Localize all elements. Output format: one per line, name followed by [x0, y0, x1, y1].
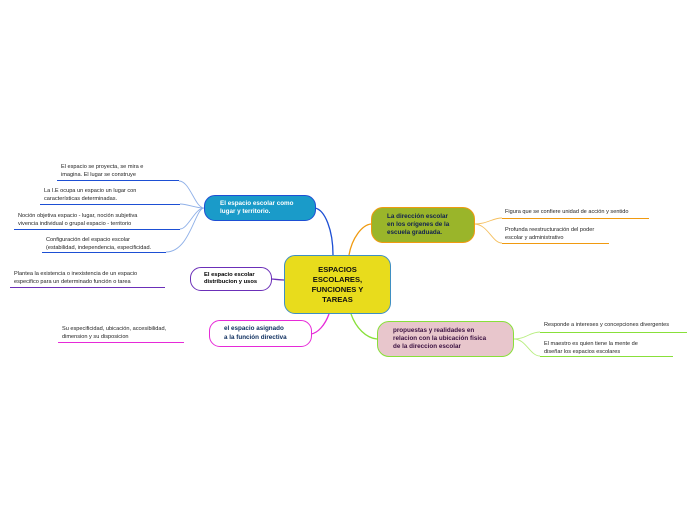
rule-direccion-2 — [502, 243, 609, 244]
link-direccion-1 — [473, 217, 503, 225]
central-topic-label: ESPACIOS ESCOLARES, FUNCIONES Y TAREAS — [311, 264, 364, 304]
rule-funcion-1 — [58, 342, 184, 343]
link-propuestas-2 — [513, 338, 541, 357]
branch-direccion[interactable]: La dirección escolar en los orígenes de … — [371, 207, 475, 243]
branch-distribucion-label: El espacio escolar distribucion y usos — [204, 271, 258, 286]
leaf-propuestas-2[interactable]: El maestro es quien tiene la mente de di… — [544, 341, 638, 355]
leaf-direccion-1[interactable]: Figura que se confiere unidad de acción … — [505, 209, 629, 215]
rule-lugar-1 — [57, 180, 179, 181]
branch-distribucion[interactable]: El espacio escolar distribucion y usos — [190, 267, 272, 291]
link-lugar-2 — [179, 203, 205, 209]
leaf-propuestas-1[interactable]: Responde a intereses y concepciones dive… — [544, 322, 670, 328]
link-central-espacio-lugar — [314, 207, 334, 256]
link-central-funcion — [310, 313, 330, 335]
leaf-direccion-2[interactable]: Profunda reestructuración del poder esco… — [505, 227, 595, 241]
leaf-lugar-1[interactable]: El espacio se proyecta, se mira e imagin… — [61, 164, 144, 178]
leaf-lugar-4[interactable]: Configuración del espacio escolar (estab… — [46, 237, 152, 251]
rule-propuestas-1 — [540, 332, 687, 333]
leaf-lugar-3[interactable]: Noción objetiva espacio - lugar, noción … — [18, 213, 138, 227]
central-topic[interactable]: ESPACIOS ESCOLARES, FUNCIONES Y TAREAS — [284, 255, 391, 314]
branch-propuestas[interactable]: propuestas y realidades en relacion con … — [377, 321, 514, 357]
rule-direccion-1 — [502, 218, 649, 219]
rule-propuestas-2 — [540, 356, 673, 357]
branch-direccion-label: La dirección escolar en los orígenes de … — [387, 212, 450, 237]
leaf-lugar-2[interactable]: La I.E ocupa un espacio un lugar con car… — [44, 188, 137, 202]
rule-lugar-2 — [40, 204, 180, 205]
link-lugar-1 — [178, 180, 205, 209]
rule-lugar-3 — [14, 229, 180, 230]
branch-espacio-lugar-label: El espacio escolar como lugar y territor… — [220, 200, 294, 215]
link-lugar-4 — [165, 207, 205, 253]
leaf-funcion-1[interactable]: Su especificidad, ubicación, accesibilid… — [62, 326, 167, 340]
link-central-propuestas — [350, 313, 378, 340]
link-direccion-2 — [473, 223, 503, 244]
branch-propuestas-label: propuestas y realidades en relacion con … — [393, 326, 487, 351]
branch-espacio-lugar[interactable]: El espacio escolar como lugar y territor… — [204, 195, 316, 221]
link-central-distribucion — [270, 278, 285, 281]
rule-lugar-4 — [42, 252, 166, 253]
link-central-direccion — [348, 223, 372, 256]
rule-distribucion-1 — [10, 287, 165, 288]
leaf-distribucion-1[interactable]: Plantea la existencia o inexistencia de … — [14, 271, 138, 285]
link-propuestas-1 — [513, 331, 541, 340]
branch-funcion-label: el espacio asignado a la función directi… — [224, 325, 287, 341]
branch-funcion[interactable]: el espacio asignado a la función directi… — [209, 320, 312, 347]
